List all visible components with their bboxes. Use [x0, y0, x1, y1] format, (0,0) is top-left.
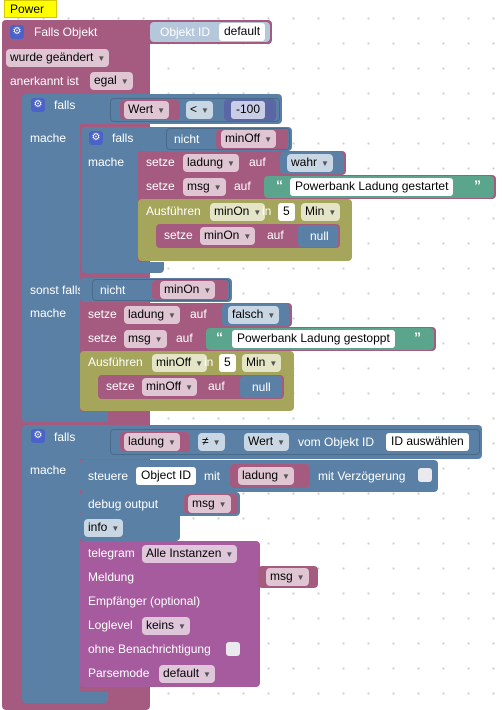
- auf-label: auf: [234, 179, 251, 193]
- loglevel-label: Loglevel: [88, 618, 133, 632]
- message-var-dropdown[interactable]: msg▼: [266, 568, 309, 586]
- debug-label: debug output: [88, 497, 159, 511]
- if2-falls-label: falls: [54, 430, 76, 444]
- ladung-var-dropdown-2[interactable]: ladung▼: [124, 306, 180, 324]
- inner-if-gear-icon[interactable]: ⚙: [89, 131, 103, 145]
- timer-unit-dropdown[interactable]: Min▼: [301, 203, 341, 221]
- if-block-1[interactable]: [22, 94, 80, 422]
- debug-var-dropdown[interactable]: msg▼: [188, 495, 231, 513]
- inner-if-block[interactable]: [82, 127, 138, 273]
- null-value: null: [252, 380, 271, 394]
- setze-label: setze: [164, 228, 193, 242]
- minoff-var-dropdown[interactable]: minOff▼: [221, 130, 277, 148]
- event-changed-dropdown[interactable]: wurde geändert▼: [6, 49, 110, 67]
- id-select-field[interactable]: ID auswählen: [386, 433, 469, 451]
- open-quote-icon: “: [216, 329, 223, 345]
- value-dropdown[interactable]: Wert▼: [124, 101, 170, 119]
- operator-dropdown-2[interactable]: ≠▼: [198, 433, 225, 451]
- in-label: in: [262, 204, 272, 218]
- timer2-amount-field[interactable]: 5: [219, 354, 236, 372]
- settings-gear-icon[interactable]: ⚙: [10, 25, 24, 39]
- timer2-var-dropdown[interactable]: minOff▼: [152, 354, 208, 372]
- setze-label: setze: [146, 155, 175, 169]
- setze-label: setze: [88, 331, 117, 345]
- minoff-var-dropdown-2[interactable]: minOff▼: [142, 378, 198, 396]
- control-var-dropdown[interactable]: ladung▼: [238, 467, 294, 485]
- timer-amount-field[interactable]: 5: [278, 203, 295, 221]
- ack-label: anerkannt ist: [10, 74, 79, 88]
- auf-label: auf: [176, 331, 193, 345]
- recipient-label: Empfänger (optional): [88, 594, 201, 608]
- timer-label: Ausführen: [146, 204, 201, 218]
- object-id-value[interactable]: default: [219, 23, 266, 41]
- property-dropdown[interactable]: Wert▼: [244, 433, 290, 451]
- telegram-block[interactable]: [80, 541, 260, 687]
- auf-label: auf: [190, 307, 207, 321]
- null-value: null: [310, 229, 329, 243]
- setze-label: setze: [146, 179, 175, 193]
- ladung-cond-dropdown[interactable]: ladung▼: [124, 433, 180, 451]
- else-if-label: sonst falls: [30, 283, 84, 297]
- silent-label: ohne Benachrichtigung: [88, 642, 211, 656]
- timer2-unit-dropdown[interactable]: Min▼: [242, 354, 282, 372]
- ladung-var-dropdown[interactable]: ladung▼: [183, 154, 239, 172]
- control-label: steuere: [88, 469, 129, 483]
- ack-dropdown[interactable]: egal▼: [90, 72, 133, 90]
- event-title: Falls Objekt: [34, 25, 98, 39]
- not-label: nicht: [174, 132, 200, 146]
- if-falls-label: falls: [54, 98, 76, 112]
- telegram-label: telegram: [88, 546, 135, 560]
- setze-label: setze: [106, 379, 135, 393]
- if2-gear-icon[interactable]: ⚙: [31, 429, 45, 443]
- not-label: nicht: [100, 283, 126, 297]
- bool-true-dropdown[interactable]: wahr▼: [287, 154, 333, 172]
- timer-label: Ausführen: [88, 355, 143, 369]
- inner-if-falls: falls: [112, 131, 134, 145]
- auf-label: auf: [208, 379, 225, 393]
- msg-var-dropdown[interactable]: msg▼: [183, 178, 226, 196]
- control-object-field[interactable]: Object ID: [136, 467, 197, 485]
- parsemode-dropdown[interactable]: default▼: [159, 665, 215, 683]
- if-gear-icon[interactable]: ⚙: [31, 98, 45, 112]
- telegram-instance-dropdown[interactable]: Alle Instanzen▼: [142, 545, 238, 563]
- inner-if-mache: mache: [88, 155, 125, 169]
- close-quote-icon: ”: [414, 329, 421, 345]
- operator-dropdown[interactable]: <▼: [186, 101, 213, 119]
- script-tab-label: Power: [10, 2, 45, 16]
- text-field-2[interactable]: Powerbank Ladung gestoppt: [232, 330, 395, 348]
- of-object-label: vom Objekt ID: [298, 435, 375, 449]
- msg-var-dropdown-2[interactable]: msg▼: [124, 330, 167, 348]
- auf-label: auf: [249, 155, 266, 169]
- message-label: Meldung: [88, 570, 135, 584]
- open-quote-icon: “: [276, 177, 283, 193]
- timer-var-dropdown[interactable]: minOn▼: [210, 203, 266, 221]
- auf-label: auf: [267, 228, 284, 242]
- loglevel-dropdown[interactable]: keins▼: [142, 617, 190, 635]
- minon-var-dropdown[interactable]: minOn▼: [200, 227, 256, 245]
- delay-label: mit Verzögerung: [318, 469, 406, 483]
- in-label: in: [204, 355, 214, 369]
- close-quote-icon: ”: [474, 177, 481, 193]
- debug-level-dropdown[interactable]: info▼: [84, 519, 124, 537]
- object-id-label: Objekt ID: [160, 25, 211, 39]
- script-tab[interactable]: Power: [4, 0, 57, 18]
- if2-mache-label: mache: [30, 463, 67, 477]
- mit-label: mit: [204, 469, 220, 483]
- setze-label: setze: [88, 307, 117, 321]
- else-mache-label: mache: [30, 306, 67, 320]
- number-field[interactable]: -100: [231, 101, 266, 119]
- minon-cond-dropdown[interactable]: minOn▼: [160, 281, 216, 299]
- parsemode-label: Parsemode: [88, 666, 150, 680]
- if-block-2[interactable]: [22, 425, 80, 703]
- bool-false-dropdown[interactable]: falsch▼: [228, 306, 280, 324]
- if1-mache-label: mache: [30, 131, 67, 145]
- silent-checkbox[interactable]: [226, 642, 240, 656]
- text-field[interactable]: Powerbank Ladung gestartet: [290, 178, 454, 196]
- delay-checkbox[interactable]: [418, 468, 432, 482]
